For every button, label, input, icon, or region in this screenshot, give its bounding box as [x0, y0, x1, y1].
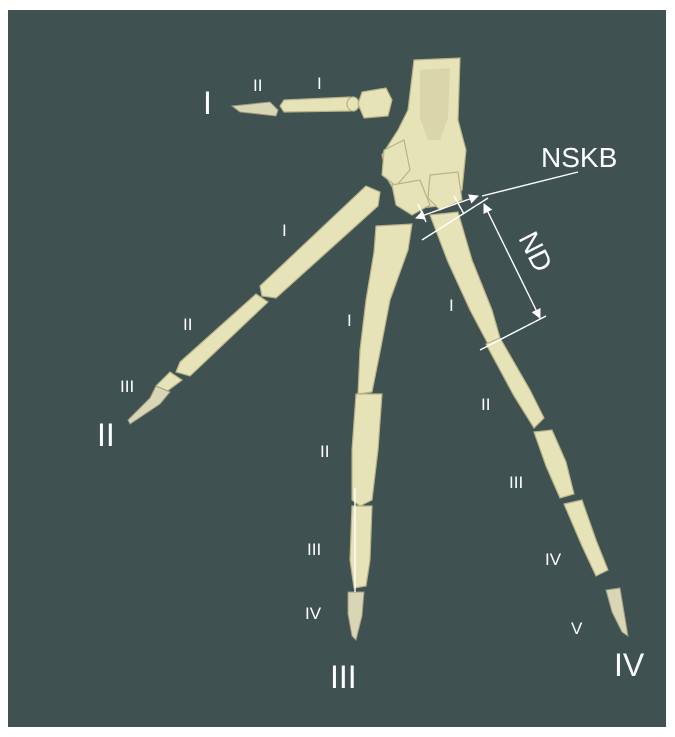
digit-3-phalanx-4-label: IV	[305, 604, 322, 623]
digit-1-label: I	[203, 85, 212, 121]
digit-4-phalanx-5-label: V	[571, 619, 583, 638]
digit-1-phalanx-1-label: I	[317, 74, 322, 93]
digit-2-bones	[128, 186, 380, 424]
digit-2-phalanx-1-label: I	[282, 221, 287, 240]
digit-4-phalanx-3-label: III	[509, 473, 523, 492]
digit-4-label: IV	[614, 647, 645, 683]
digit-2-label: II	[97, 417, 115, 453]
digit-2-phalanx-3-label: III	[120, 377, 134, 396]
digit-2-phalanx-2-label: II	[183, 315, 192, 334]
digit-4-phalanx-1-label: I	[449, 296, 454, 315]
digit-4-phalanx-4-label: IV	[545, 550, 562, 569]
digit-3-phalanx-1-label: I	[347, 311, 352, 330]
digit-3-phalanx-3-label: III	[307, 540, 321, 559]
digit-1-phalanx-2-label: II	[253, 76, 262, 95]
nd-label: ND	[513, 227, 559, 277]
digit-3-phalanx-2-label: II	[320, 442, 329, 461]
nskb-label: NSKB	[541, 142, 617, 173]
digit-4-phalanx-2-label: II	[481, 395, 490, 414]
digit-3-label: III	[330, 659, 357, 695]
digit-4-bones	[430, 212, 628, 636]
tarsometatarsus	[382, 58, 466, 215]
digit-3-bones	[348, 224, 412, 640]
